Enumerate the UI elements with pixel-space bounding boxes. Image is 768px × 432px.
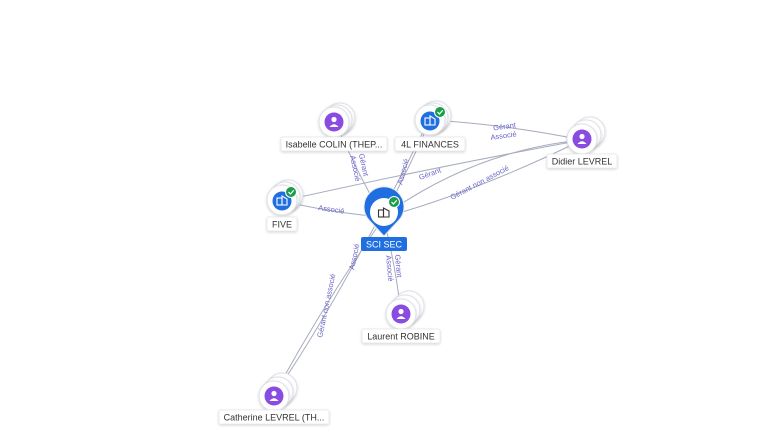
edge-label-didier-center-gna: Gérant non associé xyxy=(449,163,511,201)
edge-label-catherine-associe: Associé xyxy=(347,243,361,271)
edge-label-laurent-gerant: Gérant xyxy=(393,254,404,279)
node-label-catherine: Catherine LEVREL (TH... xyxy=(224,413,325,423)
edge-label-laurent-associe: Associé xyxy=(384,255,395,282)
node-label-five: FIVE xyxy=(272,220,292,230)
verified-check-icon xyxy=(434,106,446,118)
verified-check-icon xyxy=(285,186,297,198)
edge-label-didier-center-gerant: Gérant xyxy=(418,165,443,182)
person-icon xyxy=(264,386,284,406)
edge-label-catherine-gna: Gérant non associé xyxy=(315,273,337,338)
node-catherine[interactable]: Catherine LEVREL (TH... xyxy=(218,372,330,425)
edge-label-fourl-associe: Associé xyxy=(395,158,410,186)
node-label-laurent: Laurent ROBINE xyxy=(367,332,435,342)
node-4l-finances[interactable]: 4L FINANCES xyxy=(394,100,466,152)
person-icon xyxy=(572,129,592,149)
node-label-sci-sec: SCI SEC xyxy=(366,240,403,250)
node-didier[interactable]: Didier LEVREL xyxy=(546,116,618,169)
person-icon xyxy=(391,304,411,324)
edge-label-didier-fourl-associe: Associé xyxy=(490,129,517,142)
person-icon xyxy=(324,112,344,132)
building-icon xyxy=(272,191,292,211)
edge-didier-center-b xyxy=(391,139,583,216)
edge-five-didier xyxy=(281,139,583,202)
verified-check-icon xyxy=(388,196,400,208)
node-label-4l-finances: 4L FINANCES xyxy=(401,140,459,150)
node-label-didier: Didier LEVREL xyxy=(552,157,613,167)
edge-catherine-fourl xyxy=(273,121,429,396)
edges xyxy=(273,119,583,396)
edge-didier-center-a xyxy=(391,139,583,211)
node-label-isabelle: Isabelle COLIN (THEP... xyxy=(286,140,383,150)
edge-label-five-associe: Associé xyxy=(318,203,345,216)
node-five[interactable]: FIVE xyxy=(266,179,304,232)
edge-label-didier-fourl-gerant: Gérant xyxy=(493,120,518,132)
building-icon xyxy=(420,111,440,131)
node-laurent[interactable]: Laurent ROBINE xyxy=(361,290,441,344)
node-isabelle[interactable]: Isabelle COLIN (THEP... xyxy=(280,102,388,152)
node-sci-sec[interactable]: SCI SEC xyxy=(361,186,407,251)
building-icon xyxy=(377,207,390,218)
